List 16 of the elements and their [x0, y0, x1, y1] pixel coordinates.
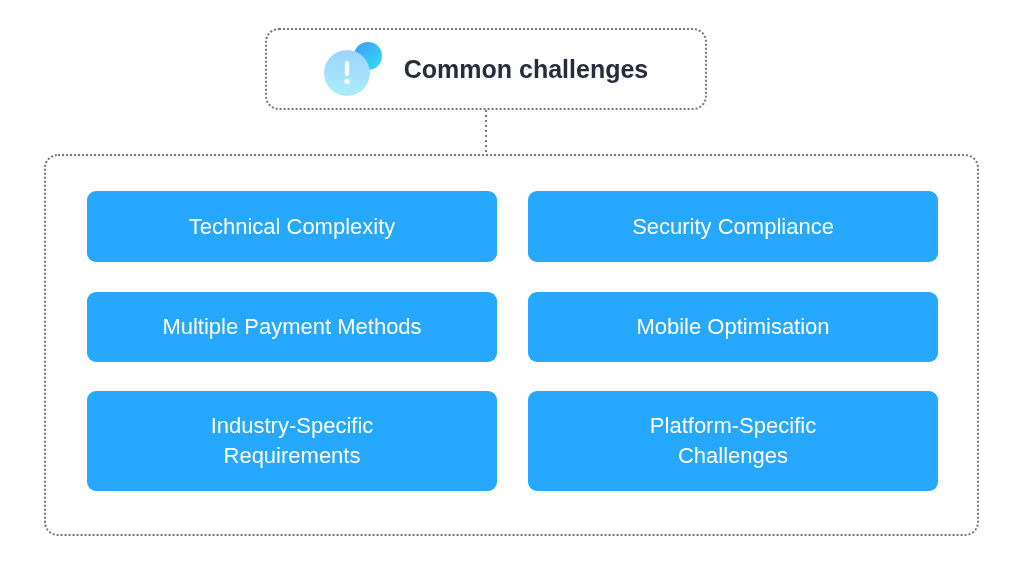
- heading-box: [265, 28, 707, 110]
- challenge-card: [87, 391, 497, 491]
- challenge-card: [528, 292, 938, 362]
- group-frame: [44, 154, 979, 536]
- connector-line: [485, 109, 487, 155]
- challenge-card: [528, 191, 938, 262]
- challenge-label: Technical Complexity: [188, 212, 396, 241]
- challenge-label: Multiple Payment Methods: [162, 313, 422, 341]
- challenge-label: Industry-Specific Requirements: [209, 412, 375, 470]
- challenge-card: [528, 391, 938, 491]
- challenge-card: [87, 292, 497, 362]
- challenge-label: Platform-Specific Challenges: [648, 412, 818, 470]
- heading-text: Common challenges: [403, 54, 649, 84]
- challenge-label: Security Compliance: [632, 212, 834, 241]
- challenge-label: Mobile Optimisation: [636, 313, 830, 341]
- challenge-card: [87, 191, 497, 262]
